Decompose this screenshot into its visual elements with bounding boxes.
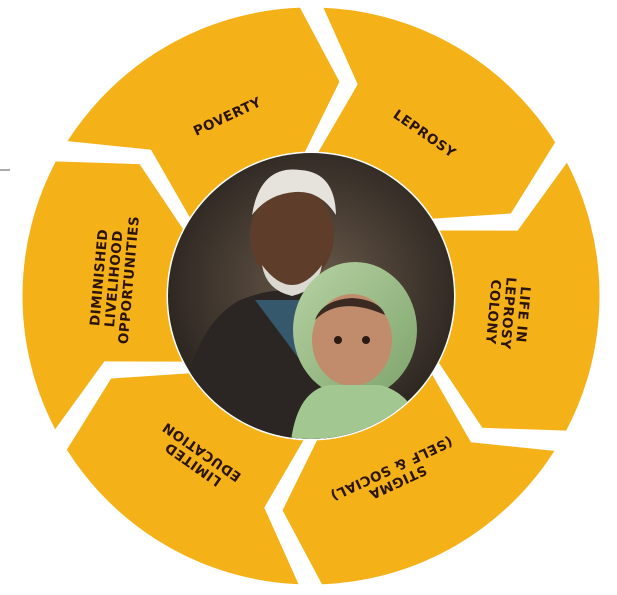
cycle-label-3: LIFE INLEPROSYCOLONY <box>482 275 534 351</box>
center-photo <box>168 153 454 439</box>
cycle-label-line: LIFE IN <box>512 286 533 344</box>
cycle-label-line: COLONY <box>482 279 504 345</box>
cycle-label-line: LEPROSY <box>497 276 519 350</box>
